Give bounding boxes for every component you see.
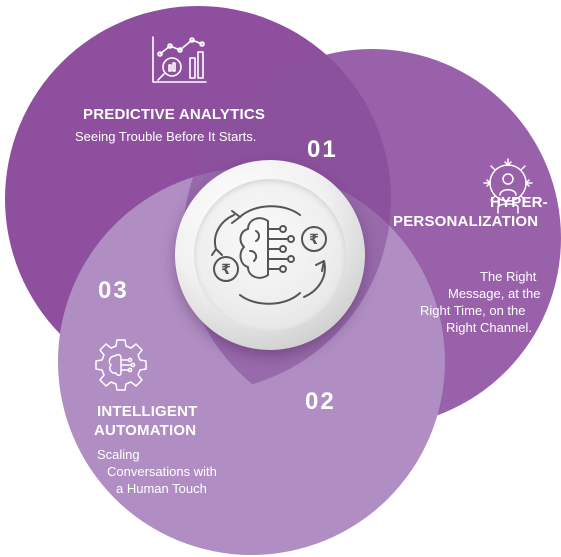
rupee-coin-left-icon: ₹: [221, 262, 231, 278]
segment-3-title-line-1: INTELLIGENT: [97, 403, 198, 420]
segment-2-description-line-4: Right Channel.: [446, 320, 532, 335]
segment-2-title-line-1: HYPER-: [490, 194, 548, 211]
segment-1-description: Seeing Trouble Before It Starts.: [75, 129, 257, 144]
personalization-user-icon: [483, 158, 533, 214]
segment-3-number: 03: [98, 277, 129, 304]
central-hub-inner: [194, 179, 346, 331]
rupee-coin-right-icon: ₹: [309, 232, 319, 248]
segment-2-description-line-1: The Right: [480, 269, 537, 284]
segment-2-title-line-2: PERSONALIZATION: [393, 213, 539, 230]
segment-2-description-line-3: Right Time, on the: [420, 303, 526, 318]
segment-1-title: PREDICTIVE ANALYTICS: [83, 106, 266, 123]
segment-1-number: 01: [307, 136, 338, 163]
automation-gear-brain-icon: [95, 339, 147, 391]
analytics-magnifier-icon: [152, 36, 207, 83]
segment-3-description-line-1: Scaling: [97, 447, 140, 462]
segment-3-description-line-3: a Human Touch: [116, 481, 207, 496]
segment-2-number: 02: [305, 388, 336, 415]
segment-2-description-line-2: Message, at the: [448, 286, 541, 301]
segment-3-title-line-2: AUTOMATION: [94, 422, 197, 439]
ai-brain-rupee-cycle-icon: ₹ ₹: [211, 205, 327, 305]
segment-3-description-line-2: Conversations with: [107, 464, 217, 479]
